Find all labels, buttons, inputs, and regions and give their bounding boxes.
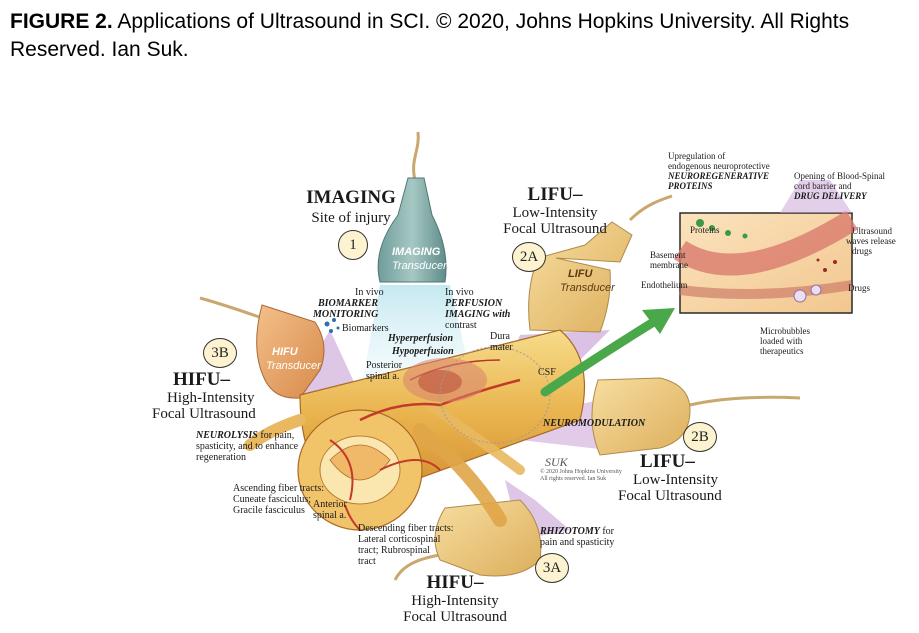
neurolysis-note-1: NEUROLYSIS for pain,: [196, 430, 294, 441]
hypoperfusion-label: Hypoperfusion: [392, 346, 454, 357]
hifu-transducer-sub: Transducer: [266, 360, 321, 372]
imaging-transducer: [377, 177, 447, 283]
step-3b-badge: 3B: [203, 338, 237, 368]
biomarker-note-1: In vivo: [355, 287, 384, 298]
perfusion-note-1: In vivo: [445, 287, 474, 298]
figure-caption: FIGURE 2. Applications of Ultrasound in …: [10, 8, 910, 64]
lifu-2b-cable: [689, 395, 801, 407]
ultrasound-label-3: drugs: [852, 246, 872, 256]
posterior-label-1: Posterior: [366, 360, 403, 371]
biomarker-dots: [324, 318, 340, 333]
rhizotomy-note-2: pain and spasticity: [540, 537, 615, 548]
opening-label-2: cord barrier and: [794, 181, 852, 191]
basement-label-2: membrane: [650, 260, 688, 270]
biomarkers-label: Biomarkers: [342, 323, 389, 334]
imaging-subtitle: Site of injury: [311, 210, 391, 226]
step-1-badge: 1: [338, 230, 368, 260]
drugs-label: Drugs: [848, 283, 870, 293]
imaging-title: IMAGING: [306, 187, 396, 208]
hifu-3a-line1: High-Intensity: [411, 593, 499, 609]
lifu-2a-title: LIFU–: [527, 184, 583, 205]
descending-label-1: Descending fiber tracts:: [358, 523, 454, 534]
hifu-transducer-label: HIFU: [272, 346, 298, 358]
artist-signature: SUK: [545, 455, 568, 469]
upreg-label-3: NEUROREGENERATIVE: [668, 171, 770, 181]
hifu-3a-line2: Focal Ultrasound: [403, 609, 507, 625]
step-3a-badge: 3A: [535, 553, 569, 583]
neurolysis-note-3: regeneration: [196, 452, 246, 463]
ascending-label-3: Gracile fasciculus: [233, 505, 305, 516]
lifu-2b-line1: Low-Intensity: [633, 472, 718, 488]
hifu-3b-transducer: [256, 304, 325, 399]
upreg-label-1: Upregulation of: [668, 151, 726, 161]
hifu-3b-line2: Focal Ultrasound: [152, 406, 256, 422]
inset-panel: [673, 180, 858, 314]
hifu-3b-title: HIFU–: [173, 369, 230, 390]
step-2b-badge: 2B: [683, 422, 717, 452]
imaging-cable: [412, 131, 420, 181]
rhizotomy-note-1: RHIZOTOMY for: [540, 526, 614, 537]
hifu-3a-cable: [393, 553, 441, 581]
neurolysis-bold: NEUROLYSIS: [196, 430, 258, 441]
biomarker-note-2: BIOMARKER: [318, 298, 379, 309]
opening-label-1: Opening of Blood-Spinal: [794, 171, 885, 181]
descending-label-4: tract: [358, 556, 376, 567]
perfusion-note-2: PERFUSION: [445, 298, 503, 309]
imaging-transducer-label: IMAGING: [392, 246, 441, 258]
hyperperfusion-label: Hyperperfusion: [388, 333, 453, 344]
dura-label-2: mater: [490, 342, 513, 353]
hifu-3a-transducer: [434, 499, 542, 577]
anterior-label-1: Anterior: [313, 499, 347, 510]
spinal-cord: [244, 329, 586, 531]
caption-prefix: FIGURE 2.: [10, 10, 113, 33]
caption-text: Applications of Ultrasound in SCI. © 202…: [10, 10, 850, 61]
ascending-label-2: Cuneate fasciculus;: [233, 494, 312, 505]
neurolysis-rest: for pain,: [257, 430, 295, 441]
lifu-transducer-sub: Transducer: [560, 282, 615, 294]
descending-label-2: Lateral corticospinal: [358, 534, 441, 545]
green-arrow-shaft: [540, 313, 665, 397]
lifu-2b-title: LIFU–: [640, 451, 695, 472]
perfusion-note-3: IMAGING with: [445, 309, 511, 320]
ultrasound-label-2: waves release: [846, 236, 896, 246]
lifu-2b-transducer: [591, 377, 691, 456]
endothelium-label: Endothelium: [641, 280, 688, 290]
basement-label-1: Basement: [650, 250, 686, 260]
hifu-3a-title: HIFU–: [426, 572, 484, 593]
perfusion-note-4: contrast: [445, 320, 477, 331]
lifu-transducer-label: LIFU: [568, 268, 593, 280]
neuromodulation-label: NEUROMODULATION: [543, 418, 646, 429]
lifu-2a-cable: [628, 194, 673, 222]
art-copyright-2: All rights reserved. Ian Suk: [540, 476, 607, 482]
dura-label-1: Dura: [490, 331, 510, 342]
lifu-2a-line2: Focal Ultrasound: [503, 221, 607, 237]
rhizotomy-bold: RHIZOTOMY: [540, 526, 600, 537]
hifu-3b-line1: High-Intensity: [167, 390, 255, 406]
lifu-2a-transducer: [528, 221, 633, 333]
hifu-3b-cable: [199, 296, 263, 320]
csf-label: CSF: [538, 367, 556, 378]
lifu-2b-line2: Focal Ultrasound: [618, 488, 722, 504]
ascending-label-1: Ascending fiber tracts:: [233, 483, 325, 494]
posterior-label-2: spinal a.: [366, 371, 400, 382]
proteins-label: Proteins: [690, 225, 720, 235]
microbubbles-label-2: loaded with: [760, 336, 803, 346]
green-arrow-head: [642, 308, 675, 334]
rhizotomy-rest: for: [599, 526, 614, 537]
descending-label-3: tract; Rubrospinal: [358, 545, 430, 556]
biomarker-note-3: MONITORING: [313, 309, 379, 320]
microbubbles-label-3: therapeutics: [760, 346, 804, 356]
ultrasound-label-1: Ultrasound: [852, 226, 892, 236]
opening-label-3: DRUG DELIVERY: [794, 191, 867, 201]
imaging-transducer-sub: Transducer: [392, 260, 447, 272]
step-2a-badge: 2A: [512, 242, 546, 272]
art-copyright-1: © 2020 Johns Hopkins University: [540, 469, 622, 475]
lifu-2a-line1: Low-Intensity: [512, 205, 598, 221]
upreg-label-2: endogenous neuroprotective: [668, 161, 770, 171]
upreg-label-4: PROTEINS: [668, 181, 713, 191]
anterior-label-2: spinal a.: [313, 510, 347, 521]
neurolysis-note-2: spasticity, and to enhance: [196, 441, 299, 452]
microbubbles-label-1: Microbubbles: [760, 326, 810, 336]
